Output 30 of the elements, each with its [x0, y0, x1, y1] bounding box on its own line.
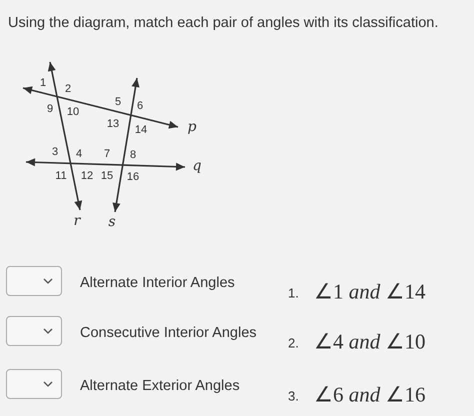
- angle-number: 13: [106, 118, 120, 130]
- classification-text: Alternate Interior Angles: [80, 275, 235, 291]
- angle-number: 2: [64, 83, 72, 95]
- line-name: p: [188, 119, 196, 135]
- line-name: r: [74, 213, 80, 229]
- angle-number: 4: [76, 148, 82, 160]
- angle-pair: ∠4 and ∠10: [314, 330, 426, 354]
- instruction-text: Using the diagram, match each pair of angles with its classification.: [8, 15, 438, 31]
- line-name: q: [192, 158, 202, 174]
- angle-pair: ∠6 and ∠16: [314, 382, 426, 408]
- angle-number: 6: [136, 100, 144, 112]
- item-number: 1.: [288, 286, 299, 300]
- item-number: 3.: [288, 388, 299, 404]
- angle-number: 9: [46, 103, 54, 115]
- classification-text: Consecutive Interior Angles: [80, 325, 257, 341]
- line-name: s: [108, 214, 116, 230]
- angle-number: 1: [40, 77, 46, 89]
- angle-number: 7: [104, 148, 110, 160]
- angle-number: 15: [100, 170, 114, 182]
- angle-number: 10: [66, 106, 80, 118]
- angle-number: 3: [52, 146, 58, 158]
- classification-text: Alternate Exterior Angles: [80, 378, 240, 394]
- angle-number: 5: [114, 96, 122, 108]
- angle-number: 14: [134, 124, 148, 136]
- angle-number: 11: [55, 170, 67, 182]
- angle-number: 12: [80, 170, 94, 182]
- item-number: 2.: [288, 336, 299, 350]
- angle-number: 8: [130, 149, 136, 161]
- angle-pair: ∠1 and ∠14: [314, 280, 426, 304]
- angle-number: 16: [126, 171, 140, 183]
